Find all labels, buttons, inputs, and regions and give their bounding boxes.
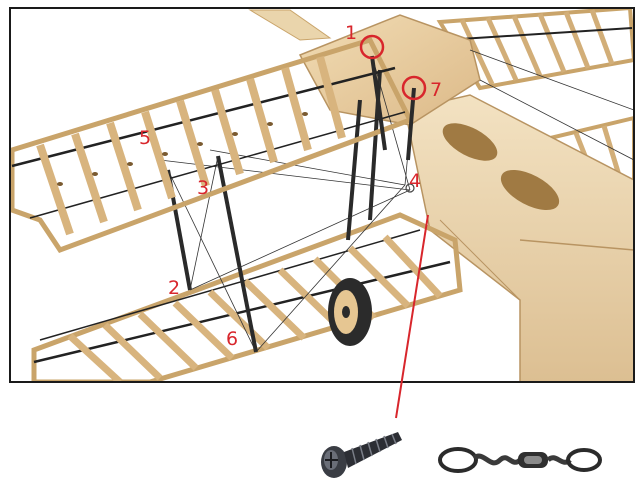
leader-line — [395, 214, 429, 419]
callout-7-circle — [401, 75, 427, 101]
callout-5: 5 — [139, 127, 151, 149]
fuselage — [404, 94, 634, 382]
attachment-point — [405, 183, 415, 193]
landing-wheel — [328, 278, 372, 346]
callout-4: 4 — [409, 170, 421, 192]
upper-wing-left — [10, 36, 414, 254]
callout-3: 3 — [197, 177, 209, 199]
rigging-wires — [159, 49, 634, 353]
callout-1-circle — [359, 34, 385, 60]
biplane-model — [10, 8, 634, 382]
wood-screw-icon — [321, 432, 402, 478]
fishing-swivel-icon — [438, 447, 602, 473]
callout-6: 6 — [226, 328, 238, 350]
photo-frame — [9, 7, 635, 383]
callout-1: 1 — [345, 22, 357, 44]
callout-2: 2 — [168, 277, 180, 299]
propeller — [248, 9, 332, 41]
callout-7: 7 — [430, 79, 442, 101]
